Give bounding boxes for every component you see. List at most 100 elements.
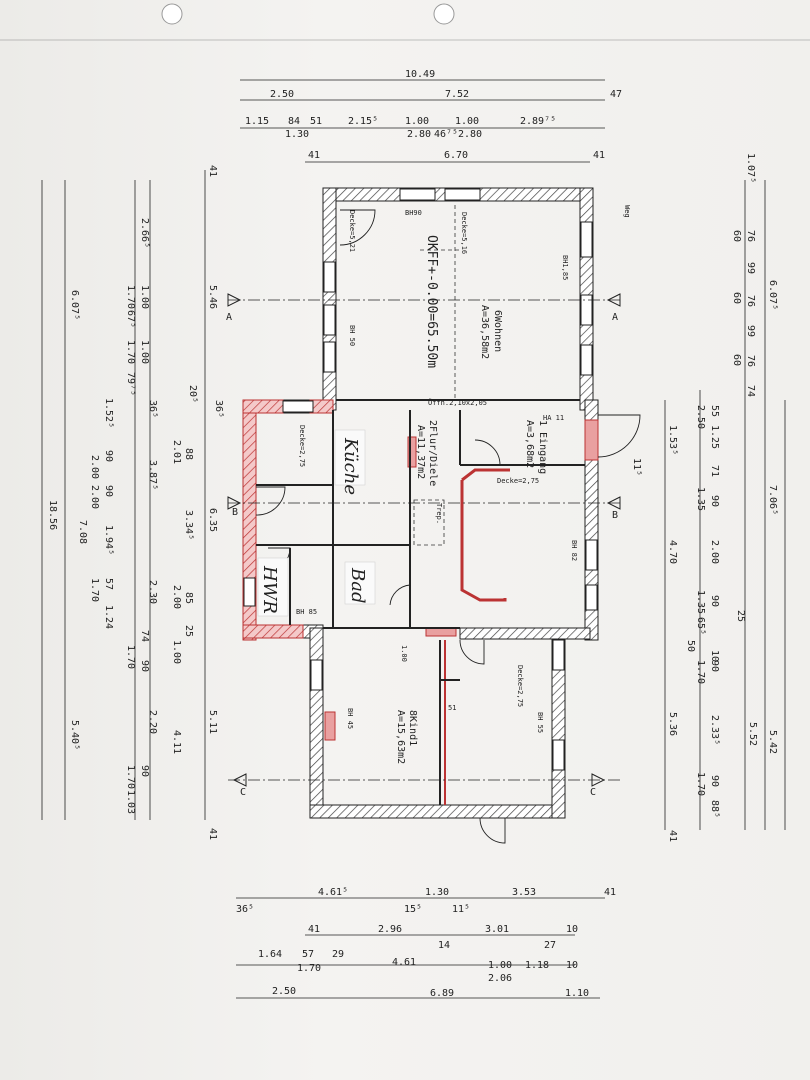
dim-right-s1-2: 76 bbox=[745, 295, 756, 307]
dim-left-r2-2: 2.30 bbox=[147, 580, 158, 604]
dim-left-r2b-0: 1.52⁵ bbox=[103, 398, 114, 428]
dim-left-r4-0: 41 bbox=[207, 165, 218, 177]
dim-right-s1-1: 99 bbox=[745, 262, 756, 274]
dim-right-s3-4: 1.70 bbox=[695, 660, 706, 684]
dim-bot-r1-2: 1.30 bbox=[425, 887, 449, 898]
dim-left-r3-5: 2.00 bbox=[171, 585, 182, 609]
bh185-label: BH1,85 bbox=[561, 255, 569, 280]
room-eingang-name: 1 Eingang bbox=[537, 420, 548, 474]
dim-bot-r2-2: 14 bbox=[438, 940, 450, 951]
dim-left-r3-0: 20⁵ bbox=[187, 385, 198, 403]
dim-bot-r1-1: 4.61⁵ bbox=[318, 887, 348, 898]
dim-left-r4-3: 5.11 bbox=[207, 710, 218, 734]
dim-bot-r1-6: 41 bbox=[604, 887, 616, 898]
dim-left-r2b-3: 1.94⁵ bbox=[103, 525, 114, 555]
dim-right-s4-5: 41 bbox=[667, 830, 678, 842]
section-a-left: A bbox=[226, 312, 232, 323]
dim-left-r1: 2.66⁵ bbox=[139, 218, 150, 248]
dim-bot-r3-8: 10 bbox=[566, 960, 578, 971]
dim-row3-5: 1.00 bbox=[455, 116, 479, 127]
punch-hole-icon bbox=[161, 3, 183, 25]
section-c-right: C bbox=[590, 787, 596, 798]
room-kind-area: A=15,63m2 bbox=[395, 710, 406, 764]
bh50-label: BH 50 bbox=[348, 325, 356, 346]
decke-label-2: Decke=5,16 bbox=[460, 212, 468, 254]
dim-right-s3-5: 1.70 bbox=[695, 772, 706, 796]
okff-label: OKFF+-0.00=65.50m bbox=[424, 235, 439, 368]
dim-row3-2: 51 bbox=[310, 116, 322, 127]
punch-hole-icon bbox=[433, 3, 455, 25]
bh85-label: BH 85 bbox=[296, 608, 317, 616]
interior-walls bbox=[256, 399, 585, 805]
dim-row3sub-0: 1.30 bbox=[285, 129, 309, 140]
dim-left-outer-a: 6.07⁵ bbox=[69, 290, 80, 320]
dim-overall: 10.49 bbox=[405, 69, 435, 80]
section-markers bbox=[227, 293, 621, 787]
dim-bot-r3-7: 2.06 bbox=[488, 973, 512, 984]
dim-bot-r4-1: 6.89 bbox=[430, 988, 454, 999]
dim-left-r3-8: 4.11 bbox=[171, 730, 182, 754]
dim-bot-r4-2: 1.10 bbox=[565, 988, 589, 999]
dim-left-r2b-1: 90 bbox=[103, 450, 114, 462]
dim-left-r2b-6: 74 bbox=[139, 630, 150, 642]
dim-left-r1b-1: 1.00 bbox=[139, 340, 150, 364]
dim-bot-r4-0: 2.50 bbox=[272, 986, 296, 997]
dim-bot-r2-5: 27 bbox=[544, 940, 556, 951]
dim-right-s4-1: 11⁵ bbox=[631, 458, 642, 476]
dim-right-s1-3: 99 bbox=[745, 325, 756, 337]
windows bbox=[243, 188, 598, 771]
dim-right-s2-0: 55 bbox=[709, 405, 720, 417]
decke-label-3: Decke=2,75 bbox=[298, 425, 306, 467]
dashed-lines bbox=[413, 205, 460, 546]
dim-right-s1-5: 74 bbox=[745, 385, 756, 397]
dim-right-s2-7: 50 bbox=[685, 640, 696, 652]
dim-left-r3-4: 85 bbox=[183, 592, 194, 604]
dim-bot-r2-3: 3.01 bbox=[485, 924, 509, 935]
dim-top-mid: 7.52 bbox=[445, 89, 469, 100]
dim-right-s3-1: 1.35 bbox=[695, 487, 706, 511]
dim-bot-r2-0: 41 bbox=[308, 924, 320, 935]
dim-right-s2-6: 10 bbox=[709, 650, 720, 662]
dim-left-r2c-3: 1.70 bbox=[125, 645, 136, 669]
dim-bot-r3-6: 1.18 bbox=[525, 960, 549, 971]
hand-hwr: HWR bbox=[259, 565, 280, 614]
dim-row4-mid: 6.70 bbox=[444, 150, 468, 161]
dim-left-r3-3: 3.34⁵ bbox=[183, 510, 194, 540]
bottom-dimension-chains bbox=[236, 897, 605, 999]
dim-right-s4-0: 1.53⁵ bbox=[667, 425, 678, 455]
dim-left-r2c-2: 1.70 bbox=[89, 578, 100, 602]
dim-left-r2-0: 36⁵ bbox=[147, 400, 158, 418]
hand-kueche: Küche bbox=[340, 437, 361, 495]
room-flur-area: A=11,37m2 bbox=[415, 425, 426, 479]
room-wohnen-area: A=36,58m2 bbox=[479, 305, 490, 359]
section-b-left: B bbox=[232, 507, 238, 518]
dim-left-outer-b: 18.56 bbox=[47, 500, 58, 530]
dim-left-r4-2: 6.35 bbox=[207, 508, 218, 532]
section-lines bbox=[228, 299, 620, 781]
dim-right-s1-8: 60 bbox=[731, 354, 742, 366]
dim-bot-r3-0: 1.64 bbox=[258, 949, 282, 960]
room-flur-name: 2Flur/Diele bbox=[427, 420, 438, 486]
dim-left-r2-3: 2.20 bbox=[147, 710, 158, 734]
dim-left-r3-6: 25 bbox=[183, 625, 194, 637]
bh55-label: BH 55 bbox=[536, 712, 544, 733]
dim-right-s1-7: 60 bbox=[731, 292, 742, 304]
dim-left-r2c-4: 1.70 bbox=[125, 765, 136, 789]
dim-right-s4-4: 5.36 bbox=[667, 712, 678, 736]
dim-left-r1b-2: 1.70 bbox=[125, 285, 136, 309]
dim-right-s2-3: 90 bbox=[709, 495, 720, 507]
decke-label-4: Decke=2,75 bbox=[497, 477, 539, 485]
dim-bot-r3-4: 4.61 bbox=[392, 957, 416, 968]
dim-right-s2-4: 2.00 bbox=[709, 540, 720, 564]
section-c-left: C bbox=[240, 787, 246, 798]
dim-bot-r3-5: 1.00 bbox=[488, 960, 512, 971]
dim-right-s2-9: 2.33⁵ bbox=[709, 715, 720, 745]
dim-bot-r3-2: 29 bbox=[332, 949, 344, 960]
dim-bot-r3-3: 1.70 bbox=[297, 963, 321, 974]
dim-row3sub-2: 46⁷⁵ bbox=[434, 129, 458, 140]
door-swings bbox=[255, 209, 641, 844]
treppe-label: Trep. bbox=[435, 503, 443, 524]
dim-row3-0: 1.15 bbox=[245, 116, 269, 127]
